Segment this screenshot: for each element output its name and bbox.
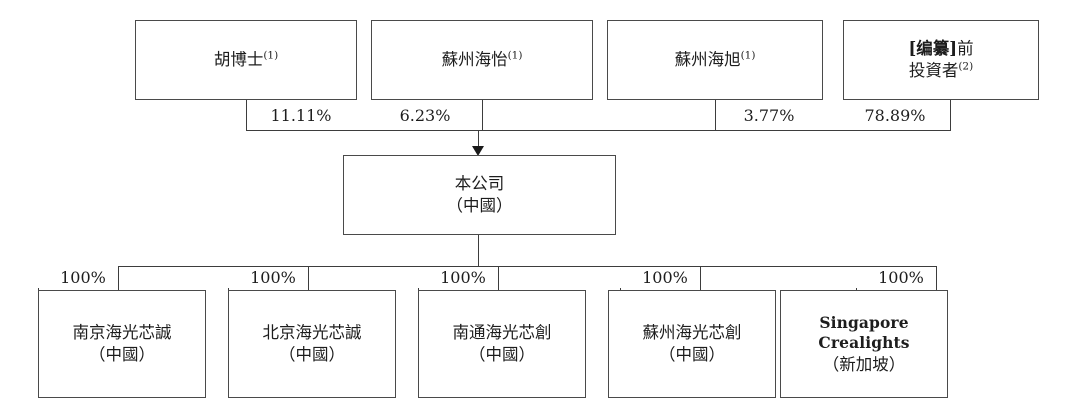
subsidiary-name-singapore-line2: Crealights [818, 333, 910, 353]
connector-drop-nanjing [118, 266, 119, 290]
company-name: 本公司 [454, 174, 505, 194]
shareholder-name-hu-boshi: 胡博士 [213, 50, 264, 70]
subsidiary-label-nantong: 南通海光芯創 （中國） [419, 322, 585, 366]
connector-drop-to-company [478, 130, 479, 150]
subsidiary-jurisdiction-beijing: （中國） [279, 345, 345, 364]
subsidiary-name-nantong: 南通海光芯創 [452, 323, 552, 343]
shareholder-name-pre-ipo-part2: 投資者 [908, 61, 959, 80]
shareholder-name-pre-ipo-part1: 前 [957, 39, 974, 59]
connector-drop-nantong [498, 266, 499, 290]
subsidiary-label-beijing: 北京海光芯誠 （中國） [229, 322, 395, 366]
arrowhead-to-company [472, 146, 484, 156]
percent-label-suzhou-haixu: 3.77% [743, 106, 795, 125]
shareholder-box-suzhou-haixu: 蘇州海旭(1) [607, 20, 823, 100]
connector-drop-singapore [936, 266, 937, 290]
shareholder-name-suzhou-haiyi: 蘇州海怡 [441, 50, 508, 70]
subsidiary-name-suzhou: 蘇州海光芯創 [642, 323, 742, 343]
subsidiary-label-nanjing: 南京海光芯誠 （中國） [39, 322, 205, 366]
subsidiary-box-beijing: 北京海光芯誠 （中國） [228, 290, 396, 398]
subsidiary-box-nanjing: 南京海光芯誠 （中國） [38, 290, 206, 398]
subsidiary-name-beijing: 北京海光芯誠 [262, 323, 362, 343]
footnote-marker-1: (1) [740, 49, 756, 62]
connector-drop-pre-ipo-investors [950, 100, 951, 130]
shareholder-box-pre-ipo-investors: [编纂]前 投資者(2) [843, 20, 1039, 100]
percent-label-pre-ipo-investors: 78.89% [864, 106, 926, 125]
connector-drop-suzhou [700, 266, 701, 290]
subsidiary-box-nantong: 南通海光芯創 （中國） [418, 290, 586, 398]
connector-drop-suzhou-haixu [715, 100, 716, 130]
shareholder-label-pre-ipo-investors: [编纂]前 投資者(2) [844, 38, 1038, 82]
connector-drop-from-company [478, 235, 479, 266]
shareholder-name-suzhou-haixu: 蘇州海旭 [674, 50, 741, 70]
shareholder-label-suzhou-haiyi: 蘇州海怡(1) [372, 49, 592, 71]
percent-label-beijing: 100% [250, 268, 296, 287]
subsidiary-jurisdiction-nanjing: （中國） [89, 345, 155, 364]
percent-label-hu-boshi: 11.11% [270, 106, 332, 125]
subsidiary-jurisdiction-nantong: （中國） [469, 345, 535, 364]
footnote-marker-2: (2) [958, 60, 974, 73]
shareholder-label-suzhou-haixu: 蘇州海旭(1) [608, 49, 822, 71]
connector-drop-beijing [308, 266, 309, 290]
percent-label-nanjing: 100% [60, 268, 106, 287]
footnote-marker-1: (1) [263, 49, 279, 62]
percent-label-singapore: 100% [878, 268, 924, 287]
shareholder-label-hu-boshi: 胡博士(1) [136, 49, 356, 71]
subsidiary-label-suzhou: 蘇州海光芯創 （中國） [609, 322, 775, 366]
company-jurisdiction: （中國） [446, 196, 513, 215]
subsidiary-box-suzhou: 蘇州海光芯創 （中國） [608, 290, 776, 398]
footnote-marker-1: (1) [507, 49, 523, 62]
subsidiary-box-singapore: Singapore Crealights （新加坡） [780, 290, 948, 398]
shareholder-box-hu-boshi: 胡博士(1) [135, 20, 357, 100]
connector-bus-subsidiaries [118, 266, 936, 267]
subsidiary-name-nanjing: 南京海光芯誠 [72, 323, 172, 343]
company-box: 本公司 （中國） [343, 155, 616, 235]
subsidiary-label-singapore: Singapore Crealights （新加坡） [781, 313, 947, 376]
connector-bus-shareholders [246, 130, 951, 131]
subsidiary-jurisdiction-suzhou: （中國） [659, 345, 725, 364]
percent-label-nantong: 100% [440, 268, 486, 287]
company-label: 本公司 （中國） [344, 173, 615, 217]
subsidiary-name-singapore-line1: Singapore [819, 312, 909, 332]
connector-drop-suzhou-haiyi [482, 100, 483, 130]
connector-drop-hu-boshi [246, 100, 247, 130]
percent-label-suzhou: 100% [642, 268, 688, 287]
shareholder-box-suzhou-haiyi: 蘇州海怡(1) [371, 20, 593, 100]
editor-bracket-tag: [编纂] [908, 39, 958, 59]
subsidiary-jurisdiction-singapore: （新加坡） [822, 354, 906, 374]
percent-label-suzhou-haiyi: 6.23% [399, 106, 451, 125]
